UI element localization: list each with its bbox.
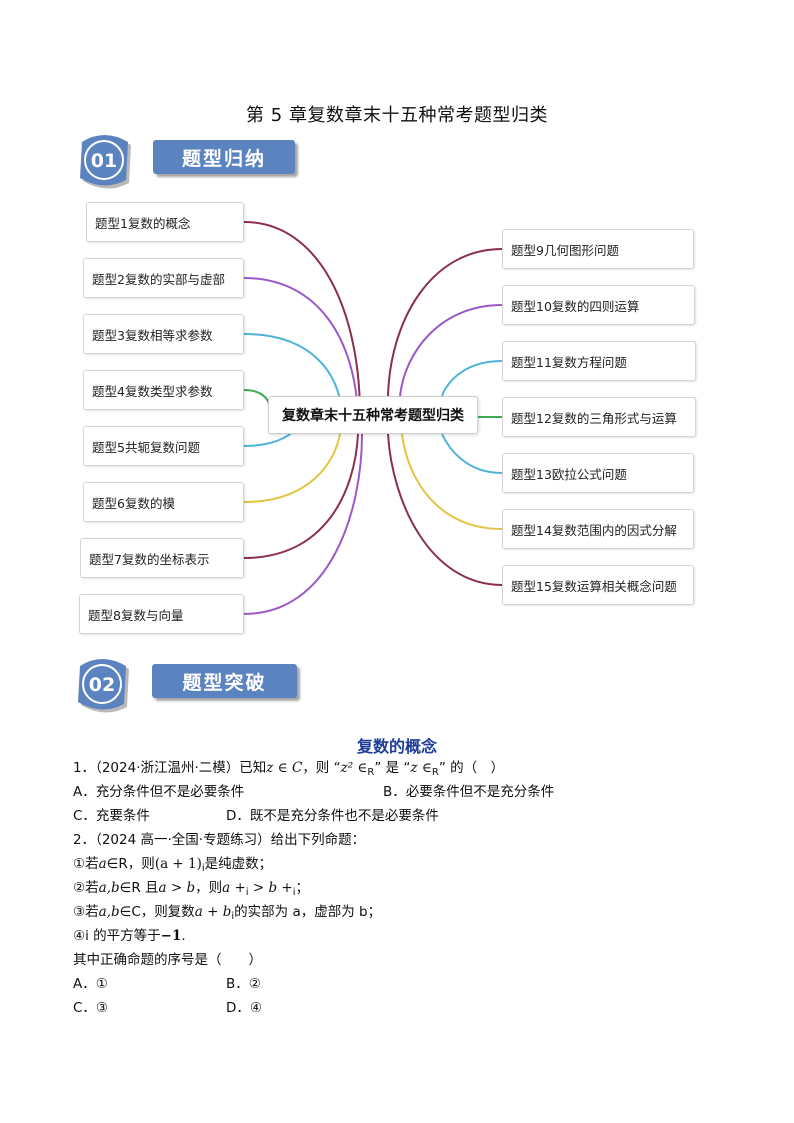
connector-right-1 <box>387 248 503 397</box>
mindmap-node-type-11: 题型11复数方程问题 <box>502 341 696 381</box>
question-1-option-b: B．必要条件但不是充分条件 <box>383 784 555 800</box>
question-2-stem: 2．（2024 高一·全国·专题练习）给出下列命题： <box>73 832 366 848</box>
question-2-option-a: A．① <box>73 976 108 992</box>
section-banner: 题型归纳 <box>153 140 295 174</box>
mindmap-node-type-15: 题型15复数运算相关概念问题 <box>502 565 694 605</box>
section-banner: 题型突破 <box>152 664 297 698</box>
mindmap-node-type-2: 题型2复数的实部与虚部 <box>83 258 244 298</box>
mindmap-node-type-3: 题型3复数相等求参数 <box>83 314 244 354</box>
section-number-badge: 01 <box>74 130 134 190</box>
connector-left-6 <box>243 433 341 503</box>
mind-map-connectors <box>243 221 503 615</box>
section-number: 01 <box>91 150 117 172</box>
question-2-option-d: D．④ <box>226 1000 262 1016</box>
connector-right-5 <box>441 433 503 474</box>
connector-left-7 <box>243 433 359 559</box>
mindmap-node-type-14: 题型14复数范围内的因式分解 <box>502 509 694 549</box>
connector-left-8 <box>243 433 363 615</box>
question-2-proposition-1: ①若a∈R，则(a + 1)i是纯虚数； <box>73 856 273 874</box>
question-2-proposition-4: ④i 的平方等于−1. <box>73 928 186 944</box>
question-2-ask: 其中正确命题的序号是（ ） <box>73 952 262 968</box>
question-1-option-a: A．充分条件但不是必要条件 <box>73 784 245 800</box>
connector-left-4 <box>243 389 271 408</box>
question-2-option-b: B．② <box>226 976 261 992</box>
mindmap-center-node: 复数章末十五种常考题型归类 <box>268 396 478 434</box>
connector-left-1 <box>243 221 361 416</box>
mindmap-node-type-4: 题型4复数类型求参数 <box>83 370 244 410</box>
mindmap-node-type-5: 题型5共轭复数问题 <box>83 426 244 466</box>
connector-right-6 <box>401 433 503 530</box>
section-number: 02 <box>89 674 115 696</box>
connector-left-2 <box>243 277 359 416</box>
question-1-option-d: D．既不是充分条件也不是必要条件 <box>226 808 439 824</box>
section-number-badge: 02 <box>72 654 132 714</box>
mindmap-node-type-13: 题型13欧拉公式问题 <box>502 453 694 493</box>
mindmap-node-type-10: 题型10复数的四则运算 <box>502 285 695 325</box>
mindmap-node-type-9: 题型9几何图形问题 <box>502 229 694 269</box>
connector-right-3 <box>441 360 503 397</box>
mindmap-node-type-8: 题型8复数与向量 <box>79 594 244 634</box>
mindmap-node-type-6: 题型6复数的模 <box>83 482 244 522</box>
topic-heading: 复数的概念 <box>356 737 437 756</box>
mindmap-node-type-12: 题型12复数的三角形式与运算 <box>502 397 696 437</box>
question-2-proposition-3: ③若a,b∈C，则复数a + bi的实部为 a，虚部为 b； <box>73 904 382 922</box>
document-title: 第 5 章复数章末十五种常考题型归类 <box>246 105 548 126</box>
question-2-proposition-2: ②若a,b∈R 且a > b，则a +i > b +i； <box>73 880 309 898</box>
mindmap-node-type-1: 题型1复数的概念 <box>86 202 244 242</box>
question-1-option-c: C．充要条件 <box>73 808 150 824</box>
connector-right-2 <box>399 304 503 397</box>
question-1-stem: 1．（2024·浙江温州·二模）已知z ∈ C，则 “z² ∈R” 是 “z ∈… <box>73 760 505 778</box>
mindmap-node-type-7: 题型7复数的坐标表示 <box>80 538 244 578</box>
question-2-option-c: C．③ <box>73 1000 109 1016</box>
connector-right-7 <box>387 433 503 586</box>
mind-map: 题型1复数的概念 题型2复数的实部与虚部 题型3复数相等求参数 题型4复数类型求… <box>70 192 730 642</box>
